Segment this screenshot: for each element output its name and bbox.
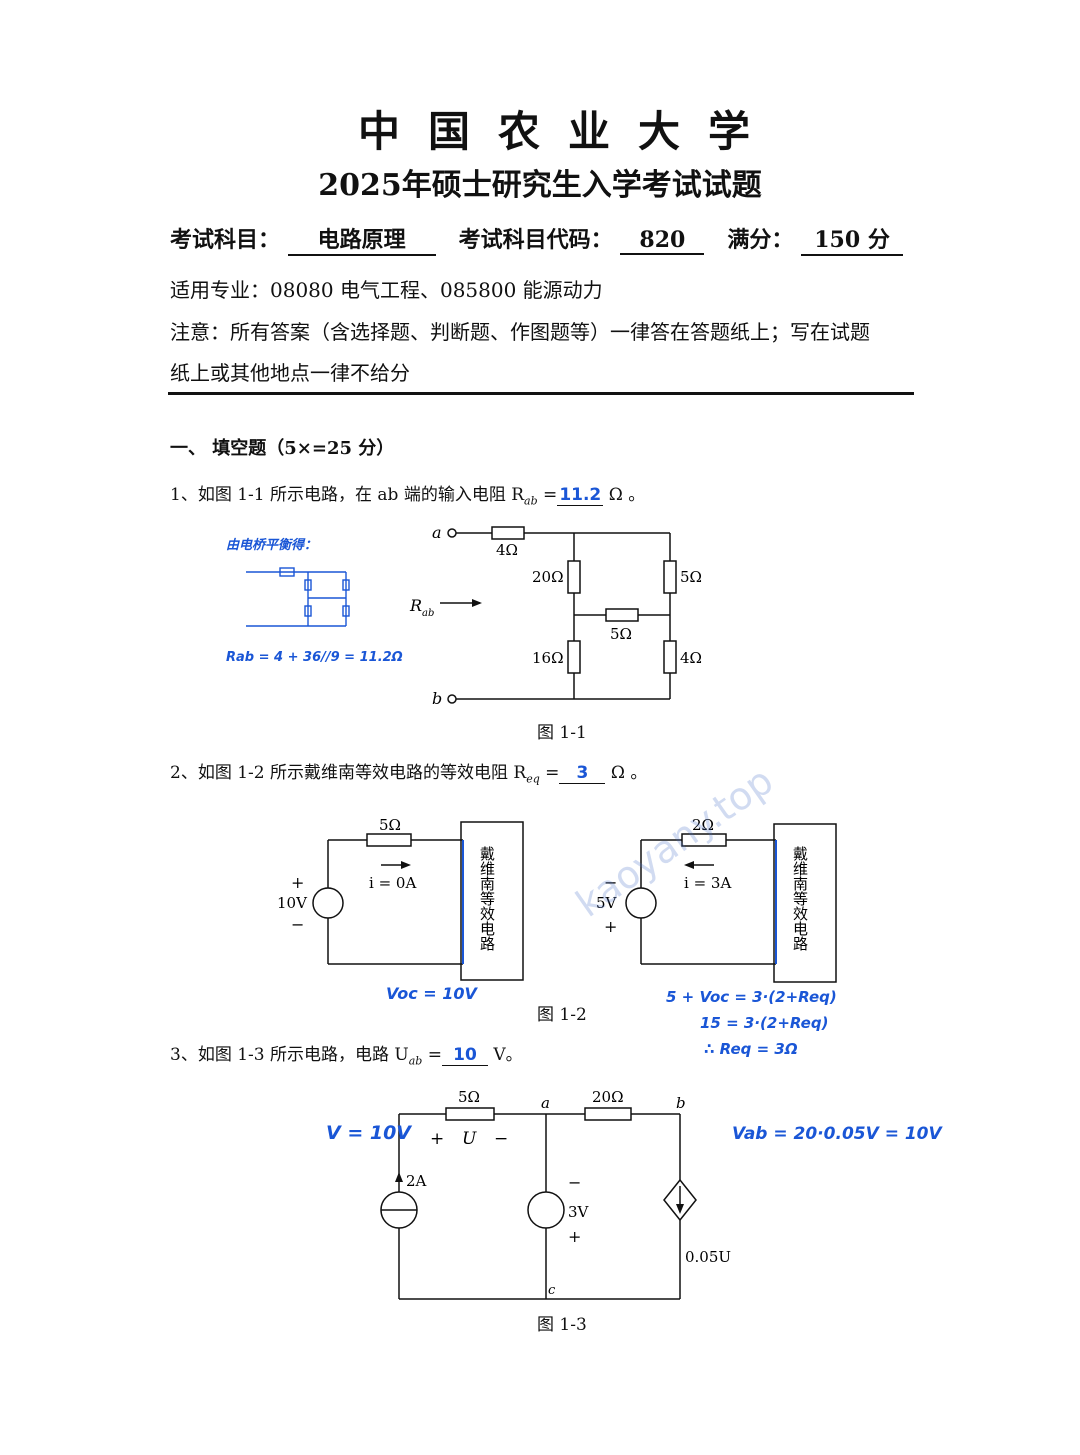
subject-label: 考试科目： bbox=[170, 227, 281, 253]
hand-sketch-1 bbox=[246, 567, 350, 627]
fig2l-i: i = 0A bbox=[369, 874, 416, 892]
fig3-is: 2A bbox=[406, 1172, 427, 1190]
fig3-node-c: c bbox=[548, 1283, 556, 1298]
fig1-r6: 4Ω bbox=[680, 649, 702, 667]
hand-voc: Voc = 10V bbox=[386, 984, 477, 1003]
fig1-r3: 5Ω bbox=[680, 568, 702, 586]
university-title: 中国农业大学 bbox=[357, 107, 778, 156]
fig3-vs: 3V bbox=[568, 1203, 590, 1221]
q3-eq: = bbox=[422, 1045, 442, 1065]
q2-sub: eq bbox=[526, 772, 540, 786]
fig3-vs-minus: − bbox=[568, 1173, 581, 1192]
header-divider bbox=[168, 392, 914, 395]
fig1-r1: 4Ω bbox=[496, 541, 518, 559]
fig3-vs-plus: + bbox=[568, 1227, 581, 1246]
q2-eq: = bbox=[539, 763, 560, 783]
q1-answer: 11.2 bbox=[557, 485, 604, 506]
q1-text: 1、如图 1-1 所示电路，在 ab 端的输入电阻 R bbox=[170, 485, 525, 505]
question-2: 2、如图 1-2 所示戴维南等效电路的等效电阻 Req =3 Ω 。 bbox=[170, 758, 647, 785]
q3-text: 3、如图 1-3 所示电路，电路 U bbox=[170, 1045, 409, 1065]
fig3-node-a: a bbox=[541, 1094, 550, 1112]
fig2r-minus: − bbox=[604, 873, 617, 892]
q1-eq: = bbox=[537, 485, 558, 505]
fig2r-r: 2Ω bbox=[692, 816, 714, 834]
fig1-node-a: a bbox=[432, 523, 442, 542]
q3-sub: ab bbox=[408, 1054, 423, 1068]
q2-text: 2、如图 1-2 所示戴维南等效电路的等效电阻 R bbox=[170, 763, 527, 783]
fig3-u: U bbox=[462, 1129, 477, 1149]
exam-title: 2025年硕士研究生入学考试试题 bbox=[318, 168, 762, 203]
notice-line-2: 纸上或其他地点一律不给分 bbox=[170, 361, 410, 385]
q1-sub: ab bbox=[524, 494, 538, 508]
exam-info-line: 考试科目： 电路原理 考试科目代码： 820 满分： 150 分 bbox=[170, 222, 904, 256]
notice-line-1: 注意：所有答案（含选择题、判断题、作图题等）一律答在答题纸上；写在试题 bbox=[170, 320, 870, 344]
fig2r-i: i = 3A bbox=[684, 874, 731, 892]
figure-1-1: a b 4Ω 20Ω 5Ω 5Ω 16Ω 4Ω Rab bbox=[409, 523, 702, 708]
hand-eq-2: 15 = 3·(2+Req) bbox=[700, 1014, 829, 1032]
score-label: 满分： bbox=[727, 227, 794, 253]
q3-unit: V。 bbox=[488, 1045, 523, 1065]
fig3-minus: − bbox=[494, 1129, 508, 1149]
fig1-r5: 16Ω bbox=[532, 649, 564, 667]
fig2l-box: 戴维南等效电路 bbox=[478, 846, 496, 951]
figure-1-2-left: 5Ω i = 0A + 10V − 戴维南等效电路 bbox=[277, 816, 524, 981]
hand-note-1-eq: Rab = 4 + 36//9 = 11.2Ω bbox=[226, 650, 403, 665]
section-title: 一、 填空题（5×=25 分） bbox=[170, 438, 395, 459]
q2-answer: 3 bbox=[559, 763, 606, 784]
hand-vab: Vab = 20·0.05V = 10V bbox=[732, 1124, 942, 1144]
hand-eq-3: ∴ Req = 3Ω bbox=[704, 1040, 798, 1058]
majors-line: 适用专业：08080 电气工程、085800 能源动力 bbox=[170, 278, 603, 302]
fig3-caption: 图 1-3 bbox=[537, 1315, 587, 1335]
fig3-r1: 5Ω bbox=[458, 1088, 480, 1106]
fig2r-box: 戴维南等效电路 bbox=[791, 846, 809, 951]
q1-unit: Ω 。 bbox=[603, 485, 646, 505]
fig2l-v: 10V bbox=[277, 894, 308, 912]
fig3-r2: 20Ω bbox=[592, 1088, 624, 1106]
q2-unit: Ω 。 bbox=[605, 763, 648, 783]
fig3-node-b: b bbox=[676, 1094, 686, 1112]
subject-value: 电路原理 bbox=[287, 222, 436, 256]
fig1-r4: 5Ω bbox=[610, 625, 632, 643]
fig2r-v: 5V bbox=[596, 894, 618, 912]
fig1-r2: 20Ω bbox=[532, 568, 564, 586]
question-3: 3、如图 1-3 所示电路，电路 Uab =10 V。 bbox=[170, 1040, 523, 1067]
question-1: 1、如图 1-1 所示电路，在 ab 端的输入电阻 Rab =11.2 Ω 。 bbox=[170, 480, 645, 507]
hand-note-1-title: 由电桥平衡得： bbox=[226, 538, 318, 553]
fig1-node-b: b bbox=[432, 689, 442, 708]
figure-1-2-right: 2Ω i = 3A − 5V + 戴维南等效电路 bbox=[596, 816, 837, 983]
fig3-dep: 0.05U bbox=[685, 1248, 731, 1266]
code-label: 考试科目代码： bbox=[458, 227, 613, 253]
score-value: 150 分 bbox=[801, 222, 904, 256]
fig2l-r: 5Ω bbox=[379, 816, 401, 834]
hand-v: V = 10V bbox=[326, 1122, 411, 1144]
hand-eq-1: 5 + Voc = 3·(2+Req) bbox=[666, 988, 837, 1006]
code-value: 820 bbox=[620, 227, 705, 255]
fig2l-plus: + bbox=[291, 873, 304, 892]
q3-answer: 10 bbox=[442, 1045, 488, 1066]
figure-1-3: 5Ω 20Ω a b c + U − 2A − 3V + 0.05U bbox=[380, 1088, 731, 1300]
fig2l-minus: − bbox=[291, 915, 304, 934]
fig3-plus: + bbox=[430, 1129, 444, 1149]
fig1-caption: 图 1-1 bbox=[537, 723, 587, 743]
fig2-caption: 图 1-2 bbox=[537, 1005, 587, 1025]
fig1-rab: Rab bbox=[409, 596, 434, 619]
fig2r-plus: + bbox=[604, 917, 617, 936]
